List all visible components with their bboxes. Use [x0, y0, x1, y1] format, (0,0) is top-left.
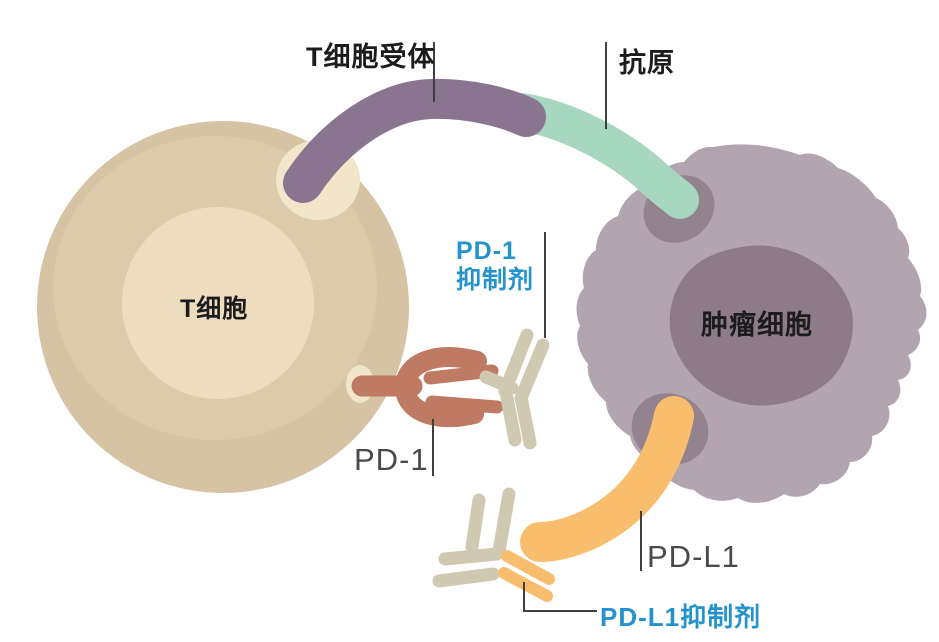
pdl1-antibody-heavy-arm — [492, 487, 516, 558]
t-cell-receptor-arm — [283, 78, 546, 203]
pdl1-antibody-arm-left-bottom — [432, 567, 500, 588]
pd1-antibody-stem-left — [500, 391, 522, 447]
pd1-inhibitor-label: PD-1 抑制剂 — [456, 237, 534, 295]
pd1-antibody-light-arm — [514, 338, 550, 405]
pdl1-fragment-bar-top — [501, 550, 555, 585]
pd1-receptor-finger-bottom — [425, 395, 504, 414]
pdl1-antibody-light-arm — [465, 493, 486, 554]
pdl1-inhibitor-label: PD-L1抑制剂 — [600, 602, 762, 632]
pdl1-inhibitor-pointer-line — [523, 582, 597, 612]
pd1-inhibitor-label-line2: 抑制剂 — [456, 266, 535, 294]
t-cell-nucleus — [122, 207, 314, 399]
t-cell-label: T细胞 — [180, 295, 249, 323]
tumor-cell-nucleus — [669, 245, 854, 406]
pd1-inhibitor-label-line1: PD-1 — [456, 237, 517, 265]
pd1-antibody-binding-arm — [479, 370, 519, 395]
pdl1-antibody-arm-left-top — [438, 547, 504, 566]
t-cell-receptor-label: T细胞受体 — [306, 42, 436, 72]
pdl1-arm — [520, 396, 694, 562]
antigen-arm — [503, 93, 699, 219]
pd1-receptor-claw — [395, 347, 487, 428]
pdl1-label: PD-L1 — [647, 539, 740, 574]
pd1-antibody-stem-right — [515, 395, 537, 450]
pdl1-inhibitor-antibody — [432, 487, 555, 602]
pd1-receptor — [351, 347, 504, 428]
pd1-label: PD-1 — [354, 442, 429, 477]
tumor-cell-label: 肿瘤细胞 — [701, 310, 813, 340]
pd1-inhibitor-antibody — [479, 328, 550, 450]
pdl1-fragment-bar-bottom — [498, 567, 553, 602]
antigen-label: 抗原 — [619, 48, 675, 78]
